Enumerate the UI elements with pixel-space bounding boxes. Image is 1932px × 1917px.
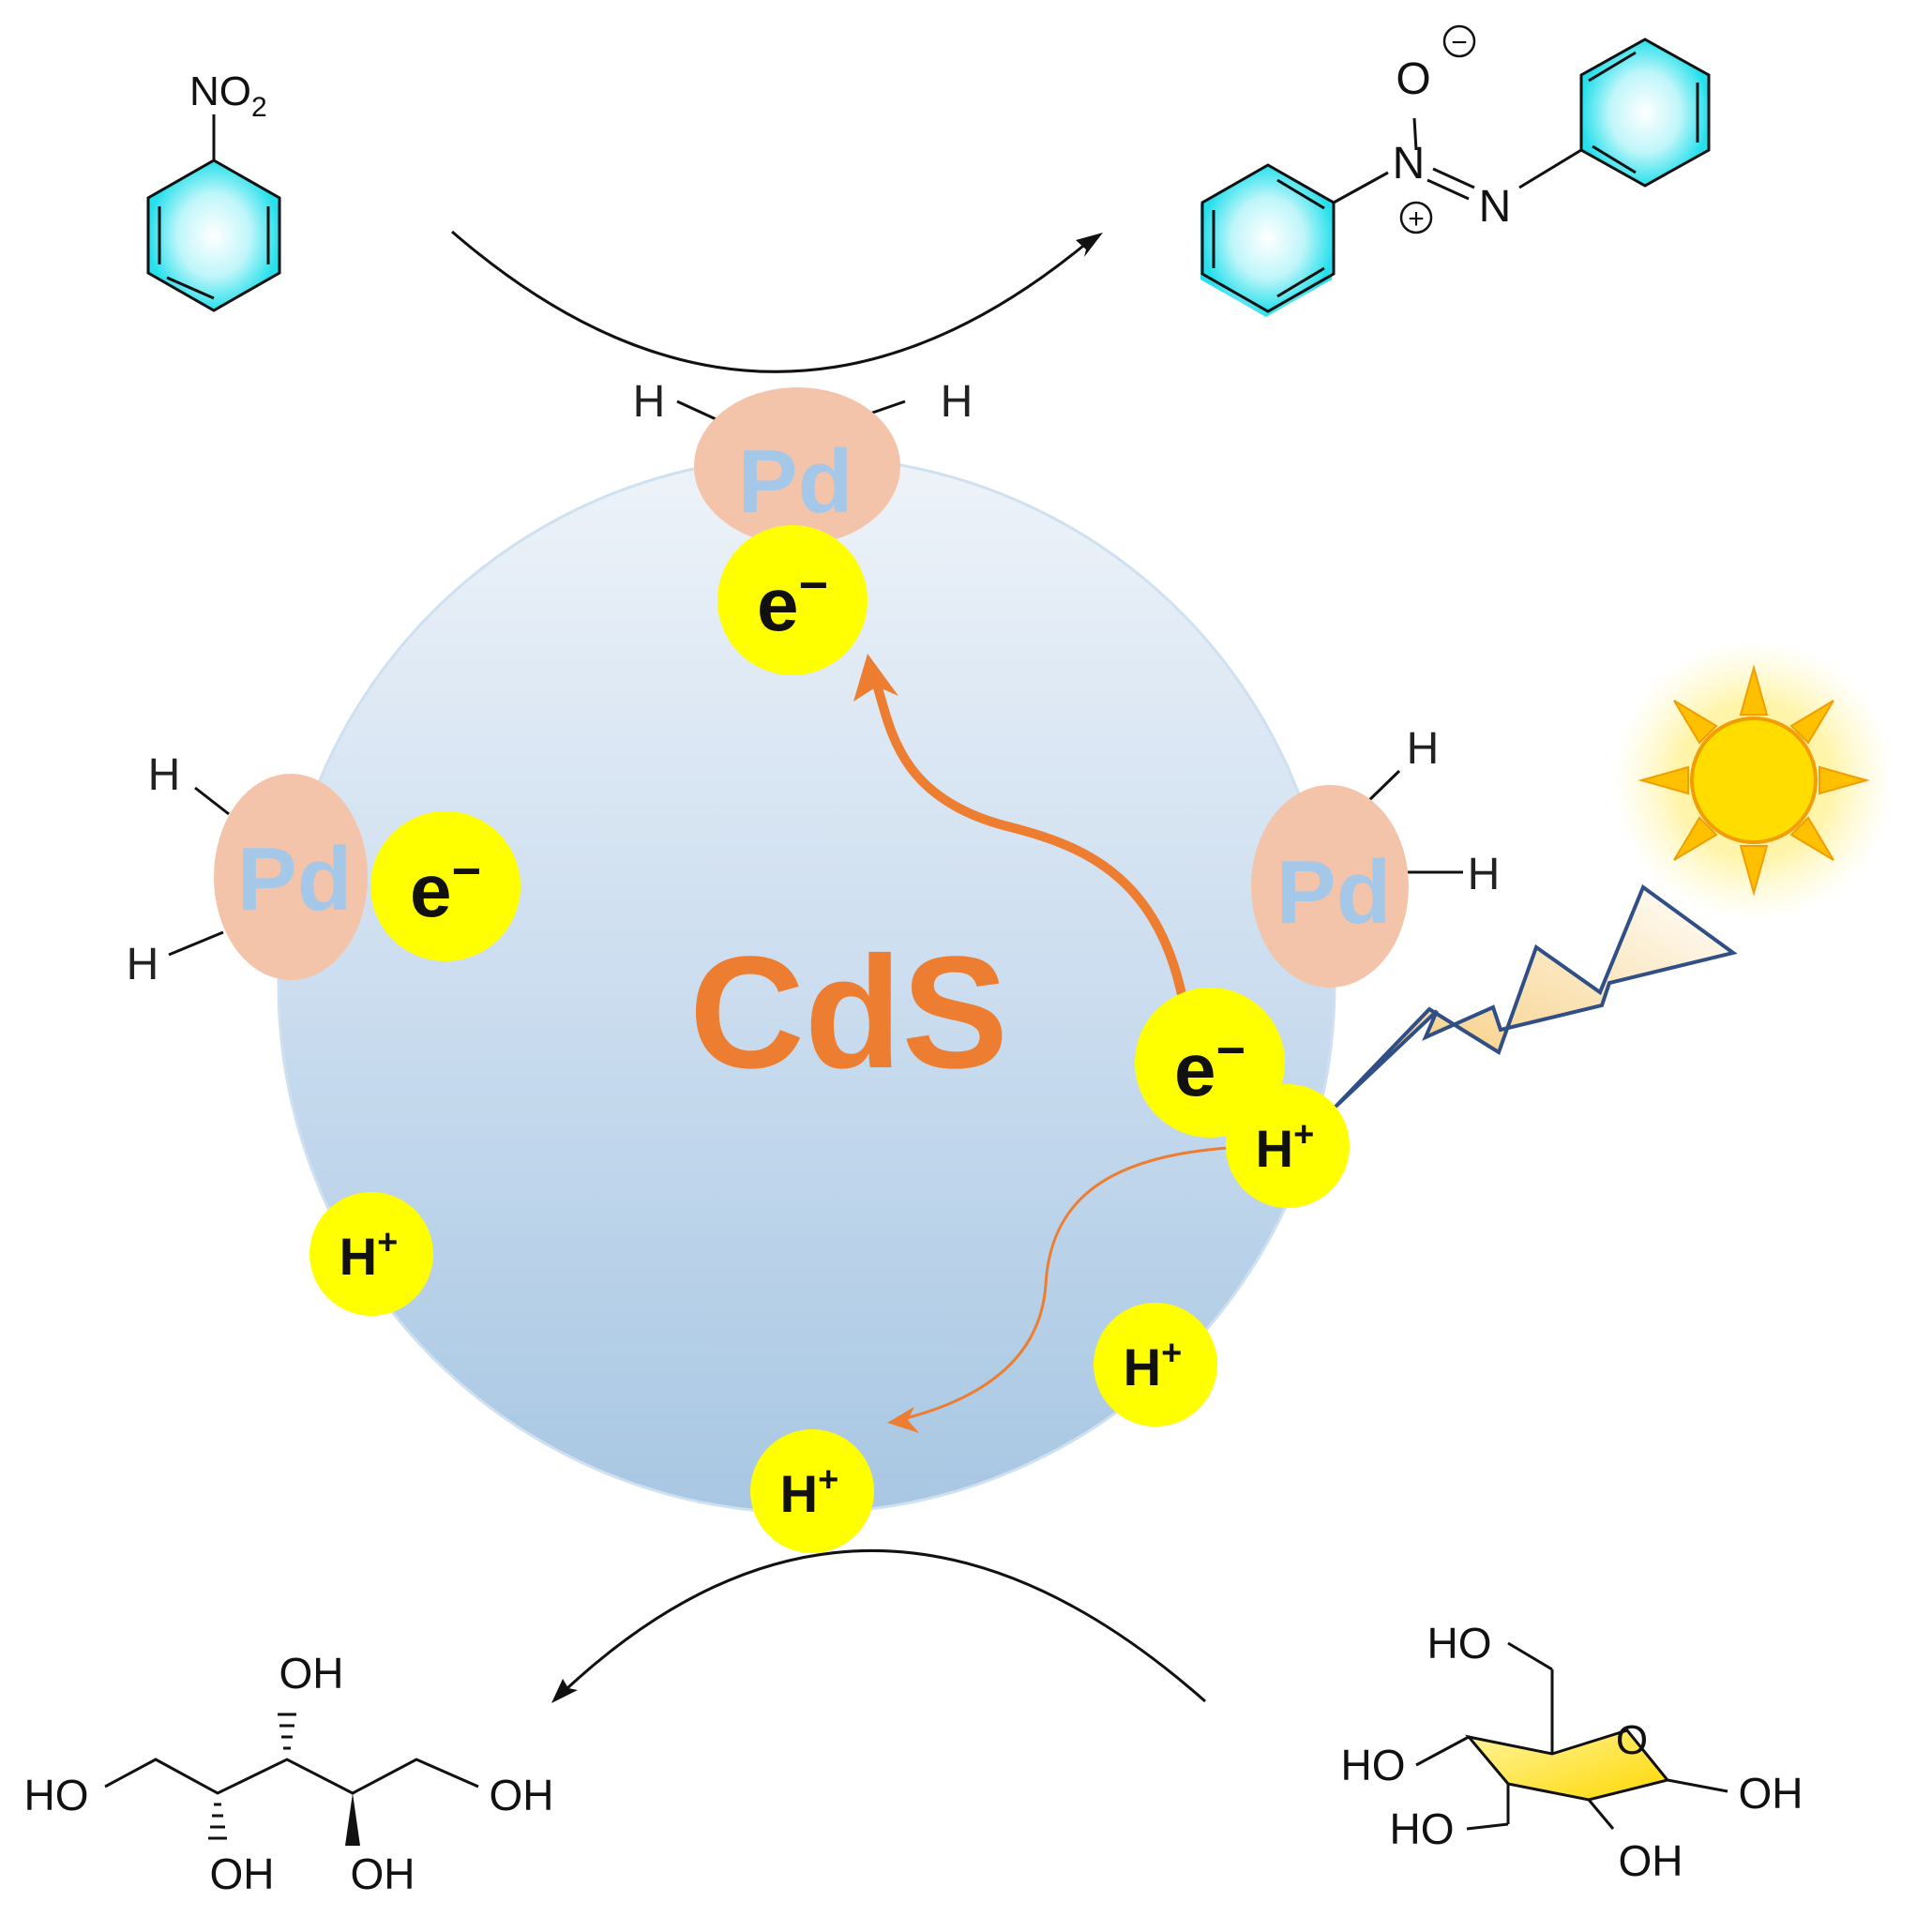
ring-oxygen: O <box>1616 1717 1648 1763</box>
svg-text:H+: H+ <box>780 1460 839 1523</box>
sorbitol-oh-bottom-2: OH <box>351 1849 415 1898</box>
h-label: H <box>633 377 666 427</box>
proton-left: H+ <box>309 1192 433 1316</box>
glucose-oh-bottom: OH <box>1619 1836 1683 1885</box>
sorbitol-ho-left: HO <box>24 1771 89 1819</box>
proton-migration-arrow <box>895 1145 1244 1423</box>
proton-bottom: H+ <box>750 1429 874 1553</box>
pd-particle <box>214 774 368 980</box>
svg-text:e−: e− <box>1174 1022 1245 1111</box>
svg-text:H+: H+ <box>1256 1115 1315 1178</box>
pd-top: H H Pd <box>633 377 974 545</box>
electron-left: e− <box>370 811 521 961</box>
right-benzene-ring <box>1579 38 1711 188</box>
h-label: H <box>941 377 974 427</box>
glucose-ho-left: HO <box>1341 1741 1406 1789</box>
proton-right: H+ <box>1094 1303 1217 1426</box>
electron-top: e− <box>717 525 868 675</box>
nitro-label: NO <box>189 68 251 114</box>
svg-text:H+: H+ <box>340 1223 399 1286</box>
glucose-oh-right: OH <box>1739 1769 1804 1818</box>
sorbitol-molecule: HO OH OH OH OH <box>24 1649 554 1898</box>
electron-transfer-arrow <box>872 680 1188 1008</box>
glucose-ho-top: HO <box>1427 1619 1492 1668</box>
pd-particle <box>694 387 900 545</box>
plus-charge-circle <box>1399 201 1433 234</box>
sorbitol-oh-right: OH <box>490 1771 554 1819</box>
h-label: H <box>148 750 181 800</box>
pd-right: H H Pd <box>1251 724 1500 988</box>
glucose-ho-bottom: HO <box>1390 1804 1455 1853</box>
top-reaction-arrow <box>451 230 1089 373</box>
svg-text:e−: e− <box>410 843 481 932</box>
cds-label: CdS <box>689 924 1008 1102</box>
azoxy-oxygen: O <box>1396 54 1430 104</box>
glucose-molecule: O HO HO HO OH OH <box>1341 1619 1804 1885</box>
electron-arrowhead <box>853 654 898 702</box>
azoxy-n2: N <box>1479 182 1512 232</box>
pd-particle <box>1251 785 1409 988</box>
pd-label: Pd <box>1276 842 1392 943</box>
h-label: H <box>127 940 159 989</box>
minus-charge: − <box>1451 27 1468 58</box>
minus-charge-circle <box>1442 24 1476 58</box>
svg-text:e−: e− <box>757 557 828 646</box>
light-bolt <box>1334 883 1738 1109</box>
svg-text:NO2: NO2 <box>189 68 267 123</box>
nitro-subscript: 2 <box>251 92 267 123</box>
pd-label: Pd <box>738 431 853 532</box>
proton-excited: H+ <box>1226 1084 1350 1208</box>
azoxy-n1: N <box>1393 139 1426 189</box>
svg-text:H+: H+ <box>1124 1334 1183 1396</box>
nitrobenzene-molecule: NO2 <box>146 68 281 312</box>
proton-arrowhead <box>887 1407 919 1433</box>
sorbitol-oh-top: OH <box>279 1649 344 1698</box>
pd-left: H H Pd <box>127 750 368 989</box>
bottom-arrowhead <box>551 1679 578 1703</box>
top-arrowhead <box>1076 233 1103 257</box>
benzene-ring-fill <box>148 160 279 310</box>
sun-icon <box>1613 640 1894 921</box>
h-label: H <box>1468 850 1501 899</box>
h-label: H <box>1407 724 1440 774</box>
pd-label: Pd <box>237 829 353 929</box>
plus-charge: + <box>1408 204 1425 234</box>
sorbitol-oh-bottom-1: OH <box>210 1849 275 1898</box>
azoxybenzene-molecule: O N N + − <box>1200 24 1711 317</box>
bottom-reaction-arrow <box>566 1548 1206 1703</box>
